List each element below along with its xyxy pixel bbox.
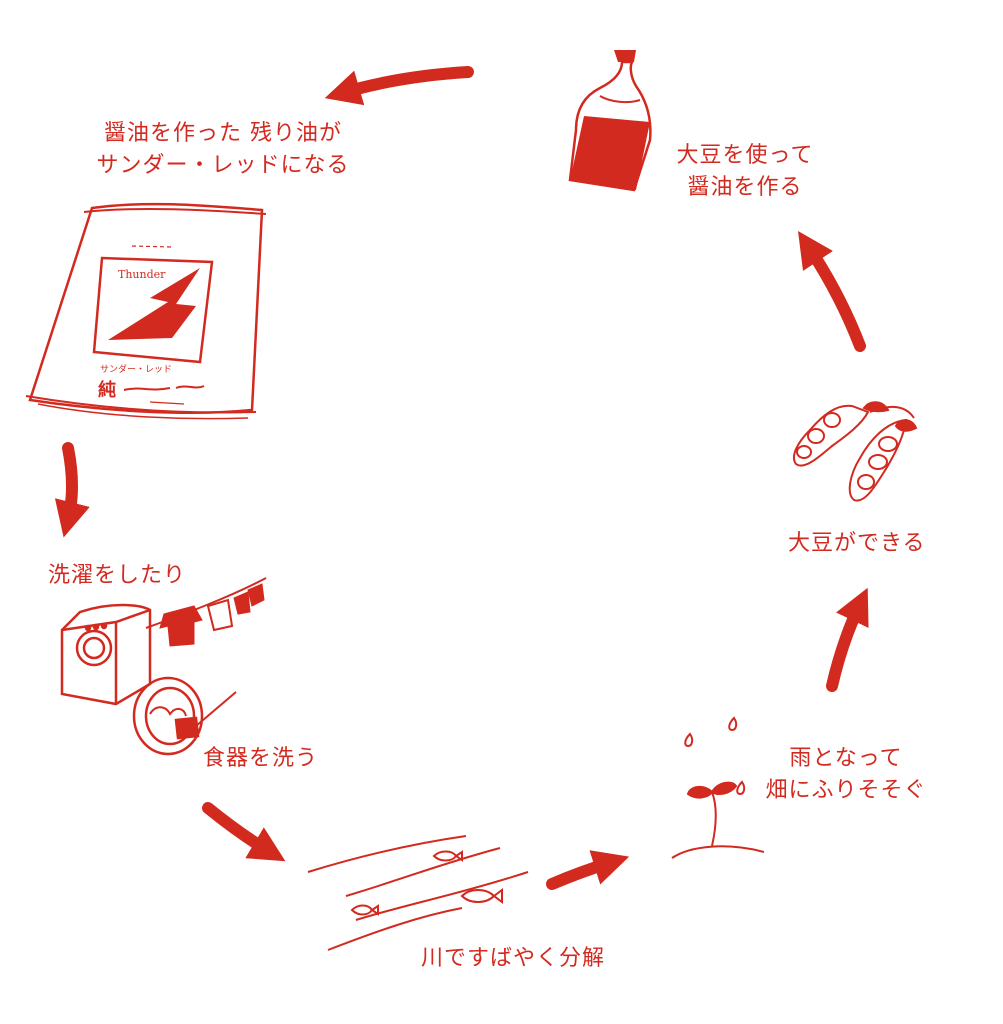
arrow-left-upper — [54, 442, 90, 538]
washing-machine-icon — [60, 603, 152, 706]
label-river-decompose: 川ですばやく分解 — [383, 943, 643, 975]
package-subtext: サンダー・レッド — [100, 363, 172, 375]
arrow-right-upper — [798, 231, 866, 352]
label-rain-line1: 雨となって — [789, 746, 903, 771]
arrow-bottom — [546, 850, 630, 890]
label-wash-dishes: 食器を洗う — [203, 743, 318, 775]
package-pure-char: 純 — [98, 379, 116, 401]
arrow-top — [324, 66, 474, 106]
dish-bowl-icon — [132, 676, 237, 756]
rain-sprout-icon — [671, 716, 765, 859]
label-rain-line2: 畑にふりそそぐ — [765, 778, 927, 803]
label-make-soy-sauce: 大豆を使って 醤油を作る — [670, 140, 820, 204]
label-river-line1: 川ですばやく分解 — [420, 946, 605, 971]
package-brand: Thunder — [118, 268, 166, 281]
label-soy-line1: 大豆を使って — [676, 143, 814, 168]
label-dish-line1: 食器を洗う — [203, 746, 319, 771]
label-soybeans-grow: 大豆ができる — [788, 528, 926, 560]
label-oil-to-soap: 醤油を作った 残り油が サンダー・レッドになる — [78, 118, 368, 182]
label-laundry: 洗濯をしたり — [48, 560, 186, 592]
soybean-pod-icon — [792, 401, 918, 502]
river-fish-icon — [307, 835, 529, 951]
label-wash-line1: 洗濯をしたり — [48, 563, 187, 588]
label-bean-line1: 大豆ができる — [788, 531, 926, 556]
lightning-bolt-icon — [108, 268, 200, 340]
label-rain-fields: 雨となって 畑にふりそそぐ — [756, 743, 936, 807]
laundry-line-icon — [145, 577, 267, 647]
label-oil-line1: 醤油を作った 残り油が — [104, 121, 342, 146]
arrow-left-lower — [202, 802, 286, 862]
arrow-right-lower — [826, 587, 869, 692]
label-oil-line2: サンダー・レッドになる — [96, 153, 350, 178]
soy-sauce-bottle-icon — [568, 50, 652, 192]
soap-package-icon: Thunder サンダー・レッド 純 — [25, 202, 267, 420]
label-soy-line2: 醤油を作る — [687, 175, 803, 200]
